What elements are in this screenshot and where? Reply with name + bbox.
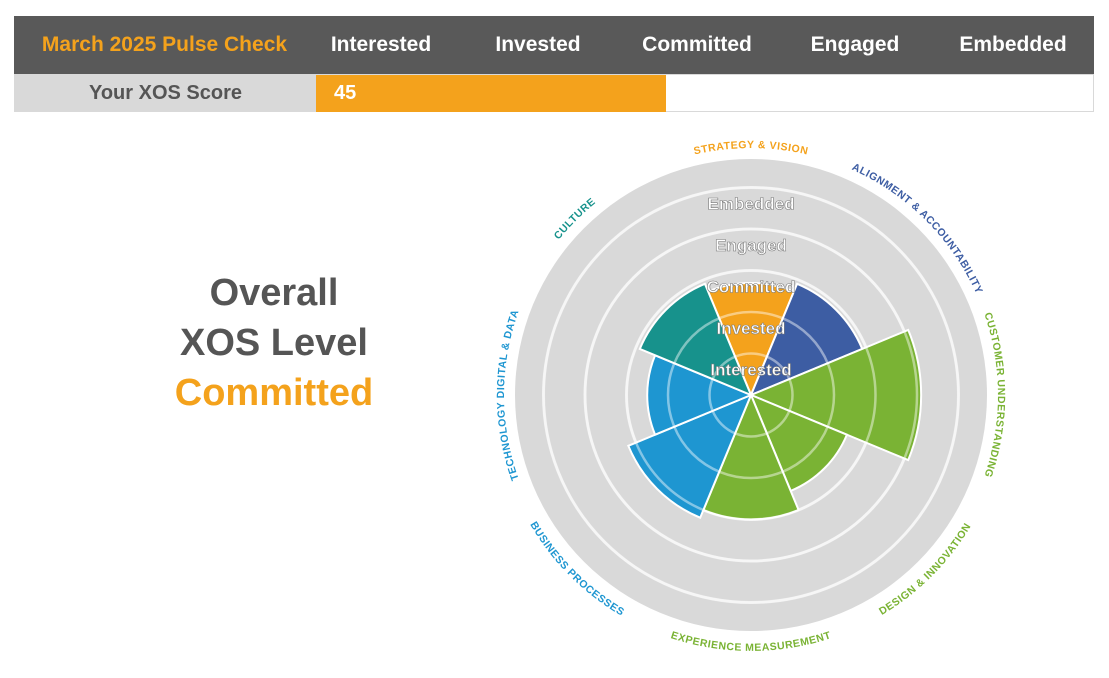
wedge-strategy-and-vision — [706, 281, 796, 398]
overall-heading-line2: XOS Level — [180, 322, 368, 364]
ring-overlay-5 — [542, 186, 960, 604]
wedge-business-processes — [626, 393, 753, 520]
category-label-strategy-and-vision: STRATEGY & VISION — [693, 139, 810, 157]
ring-label-committed: Committed — [707, 278, 796, 297]
wedge-design-and-innovation — [749, 393, 849, 493]
ring-label-engaged: Engaged — [715, 236, 787, 255]
overall-heading-line1: Overall — [209, 272, 339, 314]
ring-overlay-4 — [583, 227, 919, 563]
ring-label-embedded: Embedded — [708, 195, 795, 214]
ring-overlay-3 — [625, 269, 877, 521]
wedge-experience-measurement — [702, 392, 800, 521]
overall-level-block: Overall XOS Level Committed — [124, 268, 424, 418]
wedge-technology-digital-and-data — [646, 353, 754, 437]
score-label: Your XOS Score — [15, 75, 316, 112]
level-header-invested: Invested — [495, 33, 581, 56]
level-header-interested: Interested — [330, 33, 432, 56]
score-bar — [316, 75, 666, 112]
pulse-check-title: March 2025 Pulse Check — [41, 33, 288, 56]
ring-label-interested: Interested — [710, 361, 791, 380]
ring-5 — [542, 186, 960, 604]
score-row: Your XOS Score 45 — [14, 74, 1094, 112]
level-header-embedded: Embedded — [959, 33, 1067, 56]
header-bar: March 2025 Pulse Check Interested Invest… — [14, 16, 1094, 74]
category-label-experience-measurement: EXPERIENCE MEASUREMENT — [669, 629, 832, 654]
overall-level-value: Committed — [174, 372, 374, 414]
ring-label-invested: Invested — [717, 319, 786, 338]
score-value: 45 — [334, 82, 357, 104]
level-header-engaged: Engaged — [810, 33, 900, 56]
wedge-customer-understanding — [748, 328, 923, 462]
level-header-committed: Committed — [642, 33, 752, 56]
ring-overlay-2 — [666, 310, 836, 480]
wedge-alignment-and-accountability — [749, 282, 864, 397]
wedge-culture — [638, 282, 753, 397]
ring-overlay-1 — [708, 352, 794, 438]
